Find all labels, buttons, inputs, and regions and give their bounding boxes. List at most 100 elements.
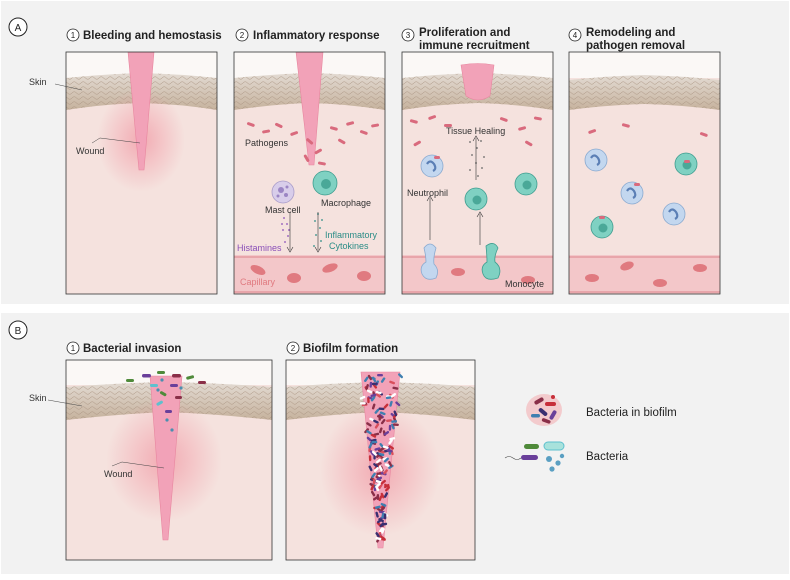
biofilm-bacterium (376, 476, 383, 481)
healing-wound (460, 63, 495, 101)
biofilm-legend-label: Bacteria in biofilm (586, 407, 677, 419)
panel-b2-title-line1: Biofilm formation (303, 343, 398, 355)
panel-a2: 2 Inflammatory response (233, 28, 386, 295)
biofilm-bacterium (373, 463, 379, 468)
biofilm-bacterium (375, 390, 382, 395)
biofilm-bacterium (398, 373, 403, 379)
biofilm-bacterium (373, 467, 379, 472)
macrophage-cell-a3 (464, 187, 488, 211)
histamines-label: Histamines (237, 243, 282, 253)
biofilm-bacterium (375, 485, 380, 492)
biofilm-bacterium (388, 445, 395, 450)
biofilm-bacterium (366, 422, 372, 427)
panel-a3-number: 3 (406, 31, 411, 40)
wound-pointer-b (111, 461, 165, 469)
biofilm-bacterium (368, 442, 373, 449)
biofilm-bacterium (380, 418, 386, 425)
biofilm-bacterium (390, 393, 397, 398)
biofilm-bacterium (371, 472, 376, 478)
panel-a4-title-line2: pathogen removal (586, 40, 685, 52)
panel-a3-frame (401, 51, 554, 295)
panel-a1-frame (65, 51, 218, 295)
biofilm-bacterium (380, 377, 386, 383)
panel-a4: 4 Remodeling and pathogen removal (568, 27, 721, 295)
wound-channel (127, 52, 155, 171)
wound-pointer (91, 137, 141, 144)
macrophage-cell (312, 170, 338, 196)
biofilm-bacterium (375, 537, 382, 541)
biofilm-bacterium (378, 495, 383, 502)
cytokine-dots (313, 213, 323, 247)
pathogen-cluster (246, 121, 380, 166)
neutrophil-cell-a4b (620, 181, 644, 205)
biofilm-bacterium (388, 461, 393, 467)
biofilm-bacterium (378, 407, 385, 411)
biofilm-bacterium (380, 528, 385, 534)
histamine-dots (281, 217, 290, 243)
biofilm-bacterium (374, 408, 380, 414)
biofilm-bacterium (366, 436, 372, 442)
panel-a1-number: 1 (71, 31, 76, 40)
panel-b2: 2 Biofilm formation (285, 341, 476, 561)
biofilm-bacterium (377, 415, 383, 419)
biofilm-bacterium (379, 537, 386, 541)
neutrophil-label: Neutrophil (407, 188, 448, 198)
biofilm-bacterium (374, 423, 380, 429)
biofilm-bacterium (389, 400, 393, 407)
biofilm-bacterium (395, 401, 401, 407)
biofilm-bacterium (382, 445, 389, 449)
biofilm-bacterium (371, 440, 378, 444)
biofilm-bacterium (366, 430, 372, 435)
panel-a1-title: 1 Bleeding and hemostasis (66, 28, 222, 42)
panel-b1-frame (65, 359, 273, 561)
wound-label: Wound (76, 146, 104, 156)
biofilm-bacterium (378, 465, 383, 472)
biofilm-bacterium (389, 380, 395, 385)
biofilm-bacterium (391, 420, 398, 423)
capillary-label: Capillary (240, 277, 276, 287)
panel-a4-number: 4 (573, 31, 578, 40)
section-b-letter: B (15, 326, 22, 337)
biofilm-bacterium (375, 462, 382, 466)
biofilm-bacterium (380, 479, 386, 485)
biofilm-bacterium (379, 527, 384, 533)
biofilm-bacterium (370, 396, 376, 402)
biofilm-bacterium (380, 492, 385, 499)
panel-b1-title: 1 Bacterial invasion (66, 341, 181, 355)
biofilm-bacterium (376, 482, 382, 488)
biofilm-bacterium (388, 424, 392, 431)
cytokines-label: Cytokines (329, 241, 369, 251)
biofilm-bacterium (384, 463, 391, 468)
neutrophil-cell-a4 (584, 148, 608, 172)
biofilm-bacterium (383, 513, 387, 520)
skin-label-b: Skin (29, 393, 47, 403)
biofilm-bacterium (374, 505, 381, 509)
biofilm-bacterium (393, 410, 398, 417)
biofilm-bacterium (367, 374, 373, 381)
panel-b2-frame (285, 359, 476, 561)
biofilm-bacterium (372, 478, 376, 485)
invading-bacteria (126, 371, 206, 432)
panel-a2-frame (233, 51, 386, 295)
panel-a4-frame (568, 51, 721, 295)
biofilm-bacterium (388, 439, 393, 445)
biofilm-bacterium (378, 452, 385, 457)
biofilm-bacterium (392, 386, 399, 390)
monocyte-label: Monocyte (505, 279, 544, 289)
panel-b1-title-line1: Bacterial invasion (83, 343, 181, 355)
biofilm-legend-icon (526, 394, 562, 426)
biofilm-bacterium (375, 479, 382, 484)
mast-cell (271, 180, 295, 204)
biofilm-bacterium (386, 449, 393, 453)
neutrophil-cell-a4c (662, 202, 686, 226)
biofilm-bacterium (368, 465, 373, 472)
biofilm-bacterium (365, 384, 369, 390)
biofilm-bacterium (383, 430, 390, 436)
inflammatory-label: Inflammatory (325, 230, 378, 240)
biofilm-bacterium (375, 458, 382, 464)
biofilm-bacterium (381, 512, 385, 519)
biofilm-bacterium (383, 492, 389, 498)
macrophage-label: Macrophage (321, 198, 371, 208)
panel-a1: 1 Bleeding and hemostasis Skin Wound (29, 28, 222, 295)
